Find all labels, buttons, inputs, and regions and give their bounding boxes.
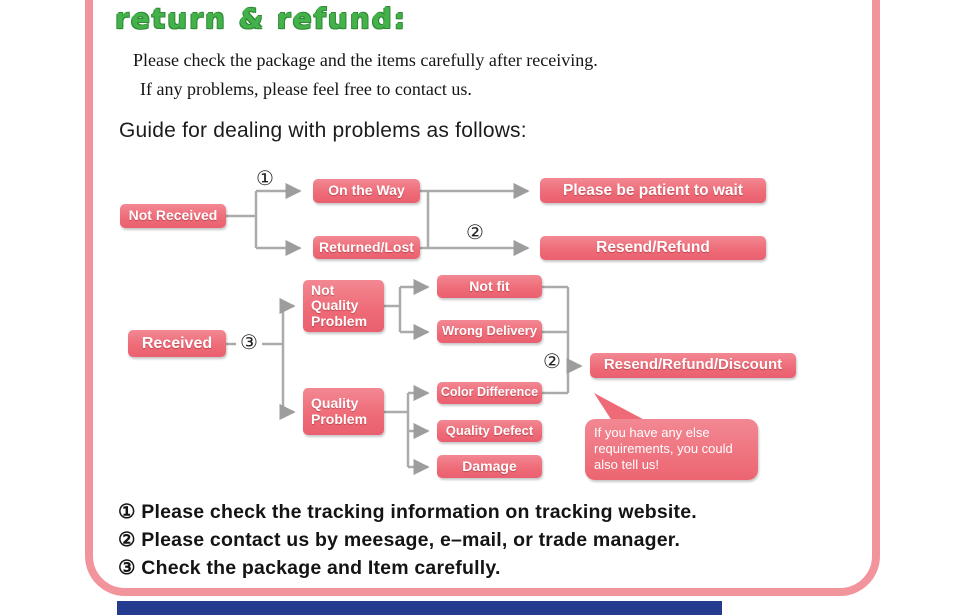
node-wrong-delivery: Wrong Delivery — [437, 320, 542, 343]
node-received: Received — [128, 330, 226, 357]
node-on-the-way: On the Way — [313, 179, 420, 203]
pink-frame-border — [85, 0, 880, 596]
node-color-difference: Color Difference — [437, 382, 542, 404]
legend-line-3: ③ Check the package and Item carefully. — [118, 557, 501, 579]
page-title: return & refund: — [115, 2, 407, 35]
intro-text-line2: If any problems, please feel free to con… — [140, 79, 472, 99]
node-not-received: Not Received — [120, 204, 226, 228]
node-returned-lost: Returned/Lost — [313, 236, 420, 259]
bottom-blue-bar — [117, 601, 722, 615]
step-marker-1: ① — [256, 166, 274, 190]
node-resend-refund-discount: Resend/Refund/Discount — [590, 353, 796, 378]
speech-bubble-tail — [594, 393, 652, 424]
connector-group — [226, 182, 583, 476]
node-please-be-patient: Please be patient to wait — [540, 178, 766, 203]
node-quality-problem: Quality Problem — [303, 388, 384, 435]
legend-line-2: ② Please contact us by meesage, e–mail, … — [118, 529, 681, 551]
node-damage: Damage — [437, 455, 542, 478]
step-marker-2-top: ② — [466, 220, 484, 244]
intro-text-line1: Please check the package and the items c… — [133, 50, 598, 70]
speech-bubble-note: If you have any else requirements, you c… — [585, 419, 758, 480]
legend-line-1: ① Please check the tracking information … — [118, 501, 697, 523]
legend-notes: ① Please check the tracking information … — [118, 498, 697, 582]
step-marker-3: ③ — [236, 330, 262, 354]
guide-heading: Guide for dealing with problems as follo… — [119, 119, 527, 142]
node-not-quality-problem: Not Quality Problem — [303, 280, 384, 332]
node-not-fit: Not fit — [437, 275, 542, 298]
node-resend-refund: Resend/Refund — [540, 236, 766, 260]
step-marker-2-bottom: ② — [541, 349, 563, 373]
node-quality-defect: Quality Defect — [437, 420, 542, 442]
